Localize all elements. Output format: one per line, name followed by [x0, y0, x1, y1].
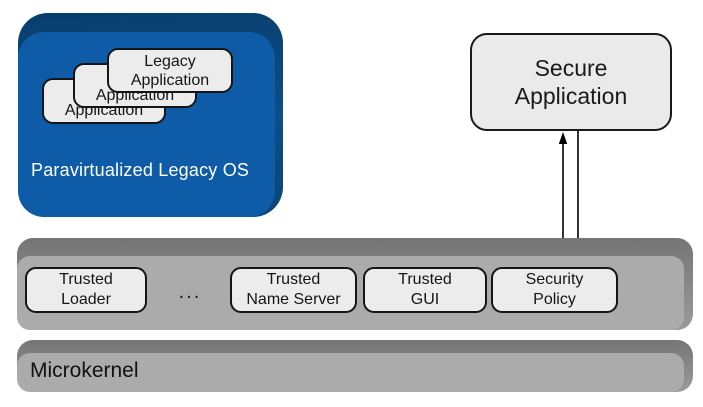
- trusted-loader-label-line2: Loader: [61, 291, 111, 308]
- trusted-name-server-label-line2: Name Server: [246, 291, 341, 308]
- legacy-application-label-line1: Legacy: [144, 52, 196, 70]
- secure-application-label-line1: Secure: [534, 55, 608, 81]
- trusted-gui-label-line2: GUI: [410, 291, 440, 308]
- trusted-gui-box: Trusted GUI: [363, 267, 487, 313]
- microkernel-bar: [17, 340, 693, 392]
- legacy-os-label: Paravirtualized Legacy OS: [31, 160, 250, 180]
- security-policy-label-line1: Security: [525, 271, 584, 288]
- legacy-application-box-front: Legacy Application: [107, 48, 233, 93]
- services-ellipsis: ...: [178, 281, 202, 303]
- microkernel-label: Microkernel: [30, 359, 139, 382]
- trusted-name-server-label-line1: Trusted: [266, 271, 321, 288]
- security-policy-box: Security Policy: [491, 267, 618, 313]
- trusted-gui-label-line1: Trusted: [398, 271, 452, 288]
- microkernel-bar-face: [17, 353, 684, 392]
- secure-application-box: Secure Application: [470, 33, 672, 131]
- secure-application-label-line2: Application: [514, 83, 628, 109]
- security-policy-label-line2: Policy: [533, 291, 576, 308]
- trusted-name-server-box: Trusted Name Server: [230, 267, 357, 313]
- trusted-loader-label-line1: Trusted: [59, 271, 113, 288]
- legacy-application-label-line2: Application: [130, 71, 210, 89]
- trusted-loader-box: Trusted Loader: [25, 267, 147, 313]
